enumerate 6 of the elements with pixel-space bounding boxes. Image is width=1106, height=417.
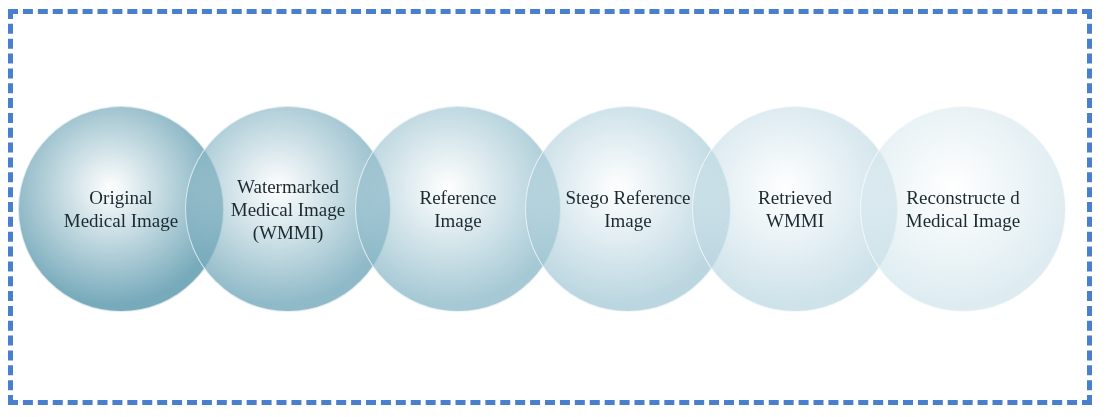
node-label: Reference Image bbox=[418, 186, 498, 232]
node-label: Watermarked Medical Image (WMMI) bbox=[229, 174, 347, 244]
node-label: Retrieved WMMI bbox=[757, 186, 833, 232]
node-label: Reconstructe d Medical Image bbox=[904, 186, 1022, 232]
node-label: Original Medical Image bbox=[62, 186, 180, 232]
node-label: Stego Reference Image bbox=[564, 186, 692, 232]
